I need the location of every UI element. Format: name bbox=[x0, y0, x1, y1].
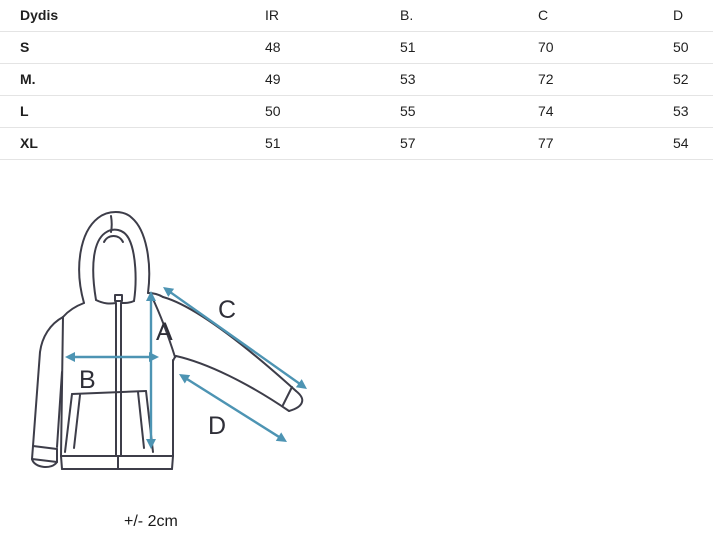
value-cell: 49 bbox=[245, 63, 380, 96]
value-cell: 70 bbox=[518, 31, 653, 64]
value-cell: 52 bbox=[653, 63, 713, 96]
value-cell: 51 bbox=[380, 31, 518, 64]
table-row: M. 49 53 72 52 bbox=[0, 63, 713, 96]
header-ir: IR bbox=[245, 0, 380, 32]
table-row: S 48 51 70 50 bbox=[0, 31, 713, 64]
value-cell: 55 bbox=[380, 95, 518, 128]
label-a: A bbox=[156, 318, 173, 346]
size-table: Dydis IR B. C D S 48 51 70 50 M. 49 53 7… bbox=[0, 0, 713, 160]
value-cell: 53 bbox=[380, 63, 518, 96]
measurement-arrow-heads bbox=[65, 287, 307, 449]
size-cell: L bbox=[0, 95, 245, 128]
value-cell: 77 bbox=[518, 127, 653, 160]
value-cell: 72 bbox=[518, 63, 653, 96]
measurement-arrow-lines bbox=[72, 291, 301, 442]
value-cell: 50 bbox=[245, 95, 380, 128]
tolerance-note: +/- 2cm bbox=[124, 513, 178, 530]
header-size: Dydis bbox=[0, 0, 245, 32]
header-d: D bbox=[653, 0, 713, 32]
measurement-labels: A B C D bbox=[79, 296, 236, 440]
table-row: L 50 55 74 53 bbox=[0, 95, 713, 128]
arrow-d bbox=[185, 377, 281, 439]
table-row: XL 51 57 77 54 bbox=[0, 127, 713, 160]
label-b: B bbox=[79, 366, 96, 394]
arrow-c bbox=[169, 291, 301, 385]
header-c: C bbox=[518, 0, 653, 32]
label-c: C bbox=[218, 296, 236, 324]
value-cell: 57 bbox=[380, 127, 518, 160]
header-b: B. bbox=[380, 0, 518, 32]
size-cell: XL bbox=[0, 127, 245, 160]
size-diagram: A B C D bbox=[31, 211, 307, 470]
value-cell: 74 bbox=[518, 95, 653, 128]
size-cell: M. bbox=[0, 63, 245, 96]
value-cell: 54 bbox=[653, 127, 713, 160]
size-cell: S bbox=[0, 31, 245, 64]
table-header-row: Dydis IR B. C D bbox=[0, 0, 713, 32]
value-cell: 53 bbox=[653, 95, 713, 128]
value-cell: 48 bbox=[245, 31, 380, 64]
label-d: D bbox=[208, 412, 226, 440]
value-cell: 50 bbox=[653, 31, 713, 64]
value-cell: 51 bbox=[245, 127, 380, 160]
